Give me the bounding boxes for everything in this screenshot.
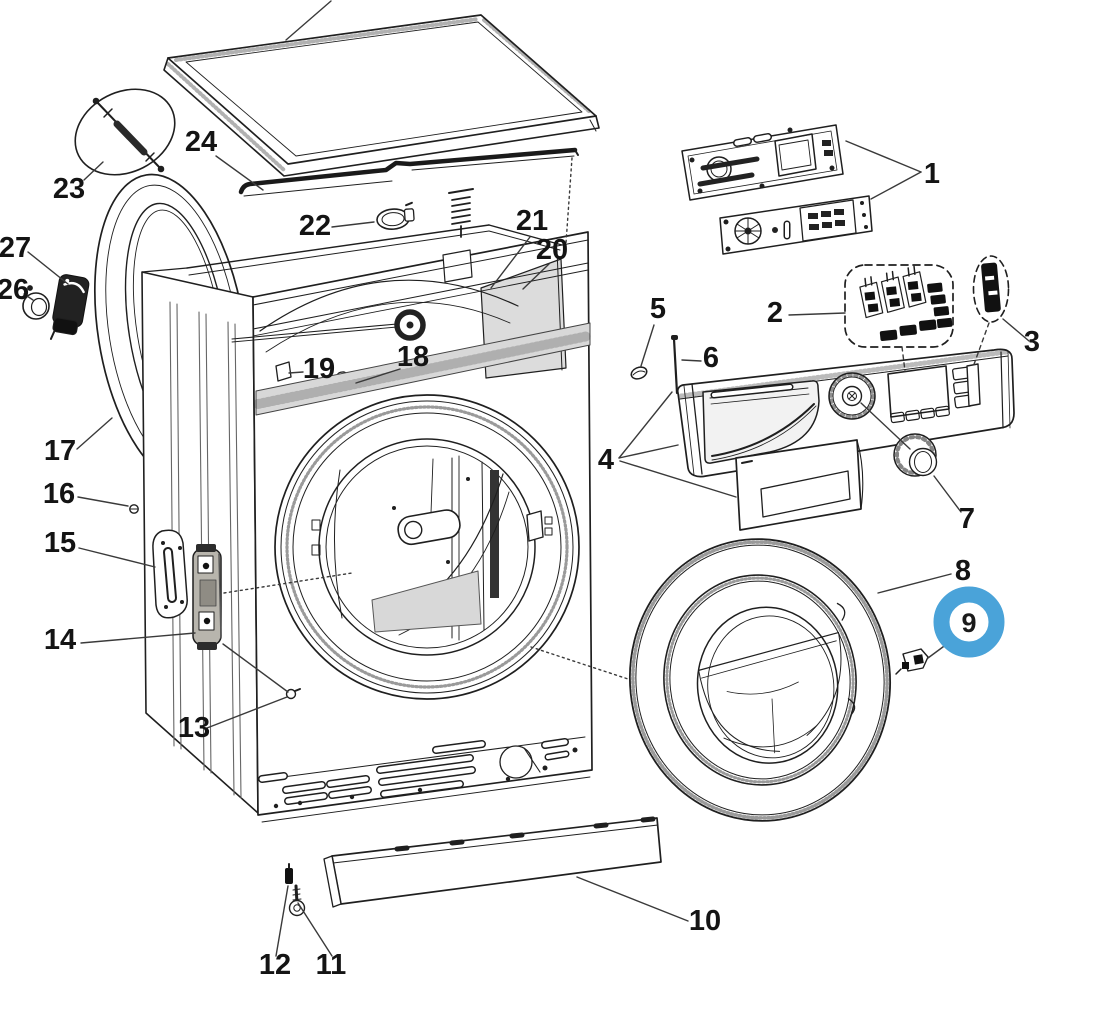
- part-label-1: 1: [924, 158, 940, 190]
- lid-seal-strip: [238, 147, 579, 197]
- part-label-23: 23: [53, 173, 85, 205]
- part-label-3: 3: [1024, 326, 1040, 358]
- highlight-ring-part-9[interactable]: [933, 586, 1005, 658]
- part-label-27: 27: [0, 232, 31, 264]
- part-label-6: 6: [703, 342, 719, 374]
- part-label-8: 8: [955, 555, 971, 587]
- led-strip-balloon: [972, 255, 1010, 323]
- screw-13: [285, 688, 297, 700]
- part-label-13: 13: [178, 712, 210, 744]
- part-label-26: 26: [0, 274, 29, 306]
- program-dial: [828, 372, 876, 420]
- drum-interior: [311, 455, 510, 641]
- part-label-24: 24: [185, 126, 217, 158]
- part-label-22: 22: [299, 210, 331, 242]
- part-label-15: 15: [44, 527, 76, 559]
- control-panel-fascia: [676, 348, 1015, 478]
- part-label-5: 5: [650, 293, 666, 325]
- pin-6: [671, 335, 679, 395]
- part-label-16: 16: [43, 478, 75, 510]
- door-latch-part: [895, 648, 929, 675]
- pcb-board-lower: [719, 195, 873, 255]
- part-label-4: 4: [598, 444, 614, 476]
- part-label-20: 20: [536, 234, 568, 266]
- part-label-14: 14: [44, 624, 76, 656]
- display-panel: [887, 365, 950, 418]
- highlight-ring: [933, 586, 1005, 658]
- part-label-18: 18: [397, 341, 429, 373]
- hose-clamp-22: [376, 201, 415, 230]
- damper-part-19: [275, 361, 292, 382]
- vent-grille: [258, 736, 586, 809]
- part-label-19: 19: [303, 353, 335, 385]
- part-label-12: 12: [259, 949, 291, 981]
- part-label-21: 21: [516, 205, 548, 237]
- part-label-7: 7: [959, 503, 975, 535]
- drain-connector: [49, 274, 90, 340]
- shock-absorber-balloon: [74, 88, 176, 176]
- door-assembly: [628, 538, 892, 822]
- inlet-grommet: [22, 285, 50, 320]
- part-label-11: 11: [316, 949, 347, 981]
- screw-11: [288, 884, 306, 917]
- leader-lines: [23, 0, 1030, 957]
- kick-panel: [323, 816, 662, 908]
- switch-cluster-balloon: [844, 264, 954, 348]
- screw-12: [285, 863, 293, 884]
- pcb-board-upper: [681, 124, 844, 201]
- part-label-10: 10: [689, 905, 721, 937]
- part-label-17: 17: [44, 435, 76, 467]
- part-label-9-highlighted[interactable]: 9: [961, 608, 976, 638]
- dispenser-opening: [702, 380, 820, 464]
- top-lid: [163, 14, 600, 177]
- led-slot: [966, 363, 981, 407]
- part-labels: 1 2 3 4 5 6 7 8 9 10 11 12 13 14 15 16 1…: [0, 126, 1040, 981]
- door-strike: [526, 510, 553, 542]
- retainer-clip-5: [630, 366, 648, 380]
- part-label-2: 2: [767, 297, 783, 329]
- door-hinge: [192, 544, 222, 650]
- cabinet: [129, 188, 593, 823]
- dispenser-drawer-front: [735, 439, 864, 531]
- hinge-plate: [152, 529, 188, 619]
